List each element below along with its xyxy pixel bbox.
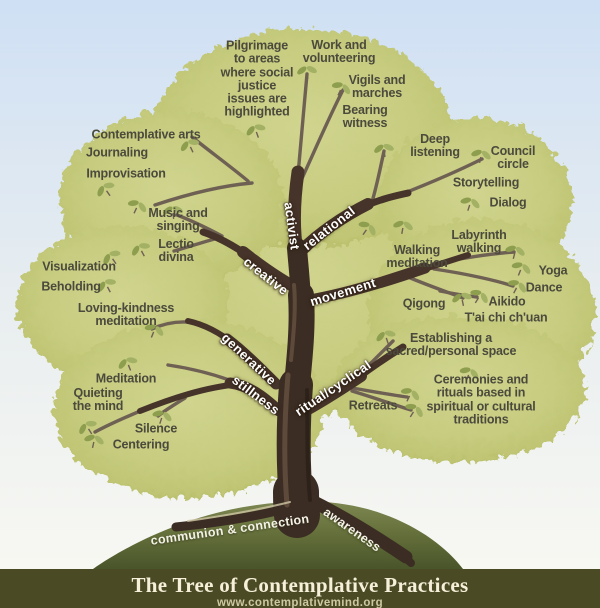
practice-loving-kindness: Loving-kindness meditation: [77, 300, 175, 328]
poster-title: The Tree of Contemplative Practices: [131, 573, 469, 597]
practice-retreats: Retreats: [348, 398, 398, 413]
practice-centering: Centering: [112, 437, 170, 452]
ground-hill: [93, 501, 463, 569]
practice-deep-listening: Deep listening: [410, 131, 460, 159]
practice-yoga: Yoga: [538, 263, 568, 278]
practice-music-singing: Music and singing: [148, 205, 208, 233]
practice-tai-chi: T'ai chi ch'uan: [464, 310, 548, 325]
practice-council-circle: Council circle: [490, 143, 536, 171]
poster-url: www.contemplativemind.org: [216, 597, 384, 608]
practice-establishing-space: Establishing a sacred/personal space: [385, 330, 517, 358]
practice-aikido: Aikido: [488, 294, 526, 309]
practice-lectio-divina: Lectio divina: [158, 236, 194, 264]
practice-work-volunteering: Work and volunteering: [302, 37, 376, 65]
practice-ceremonies: Ceremonies and rituals based in spiritua…: [426, 372, 536, 427]
practice-improvisation: Improvisation: [86, 166, 166, 181]
practice-walking-meditation: Walking meditation: [386, 242, 448, 270]
practice-pilgrimage: Pilgrimage to areas where social justice…: [220, 38, 294, 119]
practice-dance: Dance: [525, 280, 563, 295]
practice-visualization: Visualization: [42, 259, 116, 274]
practice-journaling: Journaling: [86, 145, 148, 160]
practice-meditation: Meditation: [95, 371, 157, 386]
practice-beholding: Beholding: [41, 279, 101, 294]
tree-trunk: [171, 238, 415, 567]
practice-silence: Silence: [134, 421, 178, 436]
practice-quieting-mind: Quieting the mind: [72, 385, 124, 413]
practice-labyrinth-walking: Labyrinth walking: [451, 227, 507, 255]
practice-qigong: Qigong: [402, 296, 446, 311]
practice-contemplative-arts: Contemplative arts: [91, 127, 201, 142]
practice-storytelling: Storytelling: [452, 175, 520, 190]
title-bar: The Tree of Contemplative Practices www.…: [0, 569, 600, 608]
practice-bearing-witness: Bearing witness: [342, 102, 388, 130]
practice-dialog: Dialog: [489, 195, 527, 210]
branches: [137, 165, 471, 420]
practice-vigils-marches: Vigils and marches: [348, 72, 406, 100]
